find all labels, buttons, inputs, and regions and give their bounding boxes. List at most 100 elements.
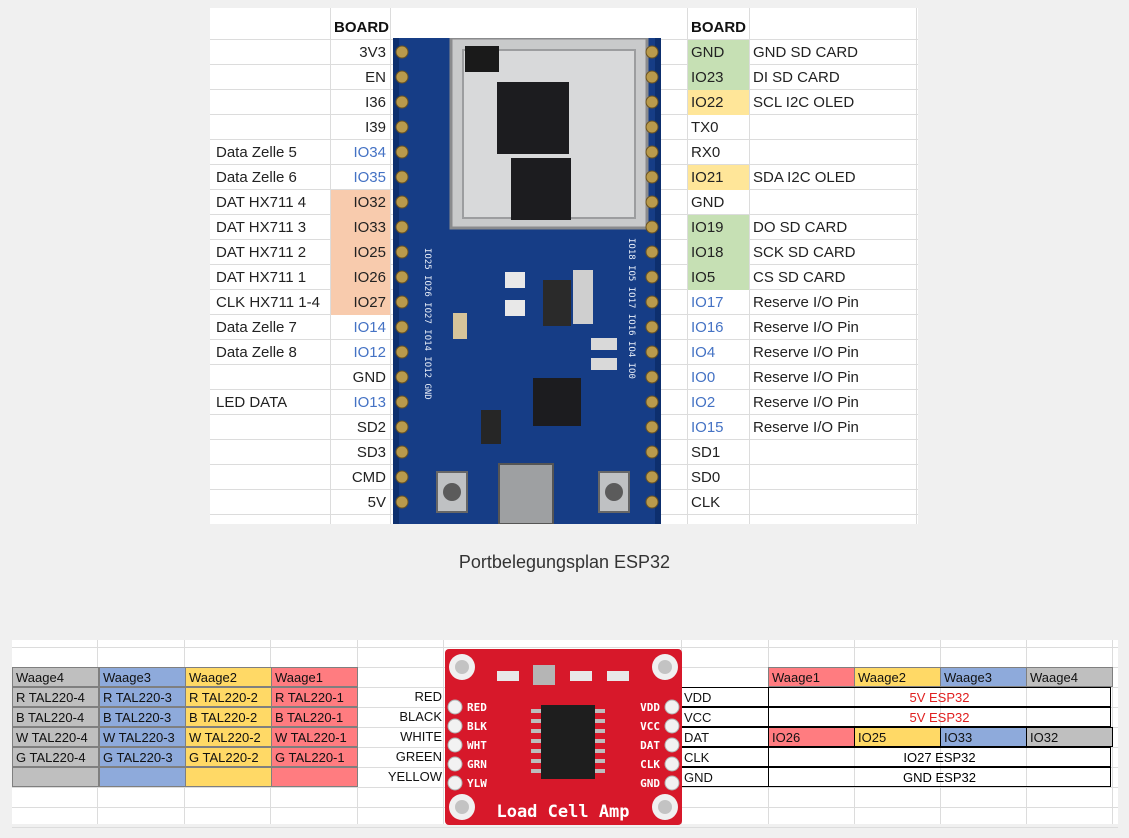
pin-pad [645,145,659,159]
pin-pad [395,270,409,284]
vdd-connection: 5V ESP32 [768,687,1111,707]
left-pin-function: LED DATA [216,394,288,411]
scale-header: Waage4 [12,667,99,687]
load-cell-wire-cell: B TAL220-3 [99,707,186,727]
pin-pad [645,195,659,209]
left-pin-label: IO13 [353,394,386,411]
load-cell-wire-cell: B TAL220-4 [12,707,99,727]
left-pin-label: EN [365,69,386,86]
scale-header: Waage2 [185,667,272,687]
scale-header: Waage1 [768,667,855,687]
pin-pad [395,445,409,459]
right-pin-function [750,115,915,140]
pin-pad [395,395,409,409]
right-pin-function: DI SD CARD [753,69,840,86]
right-pin-label: IO2 [691,394,716,411]
amp-silkscreen-label: DAT [640,739,660,752]
pin-pad [395,295,409,309]
left-pin-function [216,365,330,390]
right-pin-function: CS SD CARD [753,269,846,286]
pin-pad [395,245,409,259]
right-pin-function [750,140,915,165]
pin-pad [645,120,659,134]
right-pin-function [750,465,915,490]
load-cell-wire-cell [99,767,186,787]
right-pin-label: SD0 [691,469,721,486]
left-pin-function: CLK HX711 1-4 [216,294,320,311]
right-pin-function: Reserve I/O Pin [753,369,859,386]
amp-pin-label: VCC [681,707,768,727]
pin-pad [664,756,680,772]
left-pin-function [216,65,330,90]
vcc-connection: 5V ESP32 [768,707,1111,727]
pin-pad [395,120,409,134]
left-pin-function [216,440,330,465]
left-pin-label: I36 [365,94,386,111]
gridline [687,8,688,524]
right-pin-label: SD1 [691,444,721,461]
left-pin-function [216,490,330,515]
pin-row: SD3 SD1 [210,440,918,465]
pin-pad [645,470,659,484]
left-pin-function [216,40,330,65]
right-pin-function: SDA I2C OLED [753,169,856,186]
amp-silkscreen-label: GRN [467,758,487,771]
pin-pad [447,775,463,791]
pin-pad [395,470,409,484]
right-pin-function [750,440,915,465]
load-cell-wire-cell: B TAL220-2 [185,707,272,727]
pin-pad [664,718,680,734]
amp-silkscreen-label: BLK [467,720,487,733]
left-pin-label: SD3 [356,444,386,461]
load-cell-amp-title: Load Cell Amp [496,802,629,822]
esp32-board-image: IO25 IO26 IO27 IO14 IO12 GND IO18 IO5 IO… [393,38,661,524]
amp-pin-label: GND [681,767,768,787]
left-pin-function: DAT HX711 2 [216,244,307,261]
pin-pad [645,95,659,109]
scale-header: Waage2 [854,667,941,687]
pin-pad [395,170,409,184]
left-pin-label: IO34 [353,144,386,161]
right-pin-function: Reserve I/O Pin [753,344,859,361]
left-pin-label: SD2 [356,419,386,436]
load-cell-wire-cell [271,767,358,787]
left-pin-label: 3V3 [359,44,386,61]
wire-color-label: GREEN [395,749,442,764]
left-pin-function: DAT HX711 1 [216,269,307,286]
wire-color-label: YELLOW [387,769,442,784]
right-pin-label: IO19 [688,215,749,240]
pin-pad [645,295,659,309]
left-pin-function: Data Zelle 6 [216,169,297,186]
left-pin-label: I39 [365,119,386,136]
scale-header: Waage3 [99,667,186,687]
load-cell-wire-cell: G TAL220-2 [185,747,272,767]
right-pin-function: GND SD CARD [753,44,859,61]
scale-header: Waage3 [940,667,1027,687]
left-pin-label: IO32 [331,190,390,215]
load-cell-wire-cell: R TAL220-3 [99,687,186,707]
wire-color-label: RED [414,689,442,704]
amp-silkscreen-label: GND [640,777,660,790]
pin-pad [447,718,463,734]
pin-pad [395,420,409,434]
pin-pad [395,345,409,359]
left-pin-label: GND [352,369,386,386]
left-pin-function: Data Zelle 8 [216,344,297,361]
dat-connection: IO25 [854,727,941,747]
right-pin-function: Reserve I/O Pin [753,319,859,336]
right-pin-label: IO5 [688,265,749,290]
gridline [443,640,444,824]
svg-text:IO25 IO26 IO27 IO14 IO12 GND: IO25 IO26 IO27 IO14 IO12 GND [422,248,432,400]
